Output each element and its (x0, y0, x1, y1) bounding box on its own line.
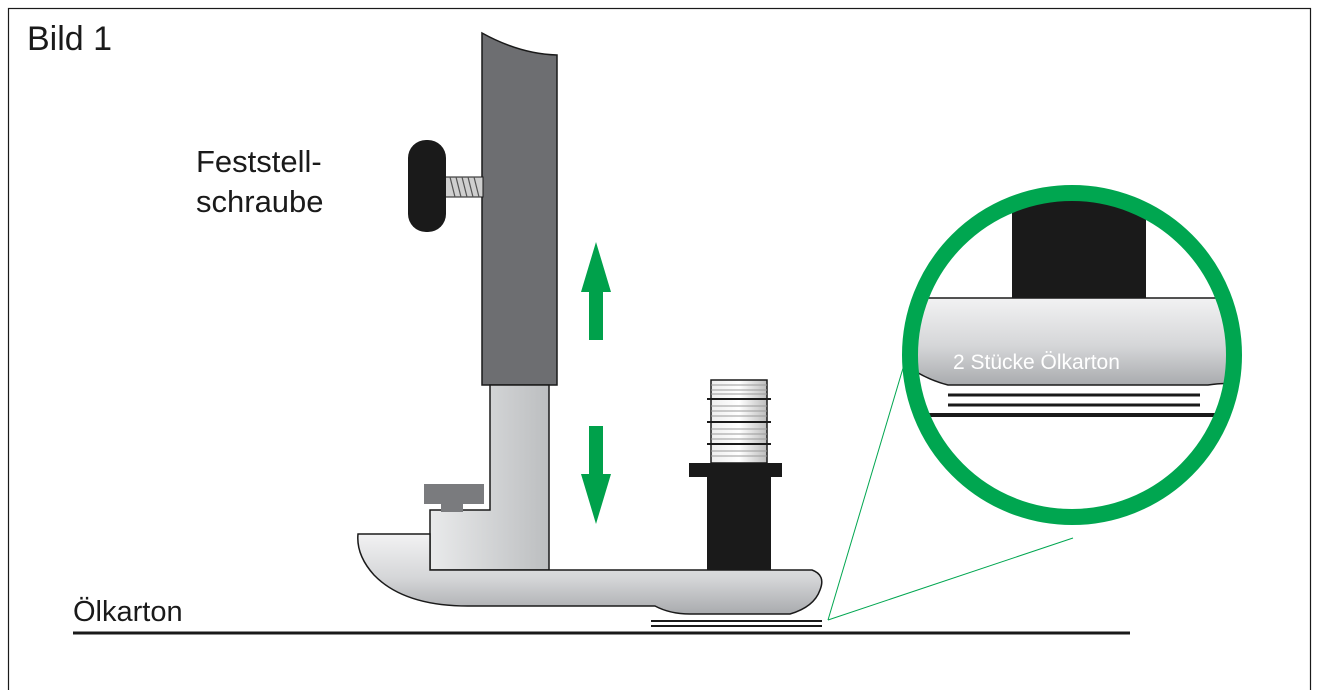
arrow-down-icon (581, 426, 611, 524)
locking-screw-label-line2: schraube (196, 184, 324, 219)
column-upper (481, 31, 558, 386)
oil-card-pieces (651, 620, 822, 627)
magnifier-ring (902, 185, 1242, 525)
locking-screw-knob (408, 140, 446, 232)
figure-title: Bild 1 (27, 20, 113, 58)
figure-frame (7, 7, 1312, 690)
magnifier-leader-lines (827, 337, 1074, 621)
adjustment-knob (707, 379, 771, 464)
holder-bracket (429, 384, 550, 571)
presser-foot (357, 533, 823, 615)
detail-oil-card-pieces (948, 393, 1200, 407)
detail-label: 2 Stücke Ölkarton (953, 351, 1120, 374)
screw-thread (444, 176, 484, 198)
post-collar (689, 463, 782, 477)
locking-screw-label-line1: Feststell- (196, 144, 322, 179)
locking-screw-label: Feststell- schraube (196, 142, 324, 222)
post-body (707, 476, 771, 570)
clamp-screw (424, 484, 484, 512)
detail-post (1012, 193, 1146, 300)
arrow-up-icon (581, 242, 611, 340)
magnifier-detail (902, 185, 1242, 525)
oil-card-label: Ölkarton (73, 596, 183, 628)
